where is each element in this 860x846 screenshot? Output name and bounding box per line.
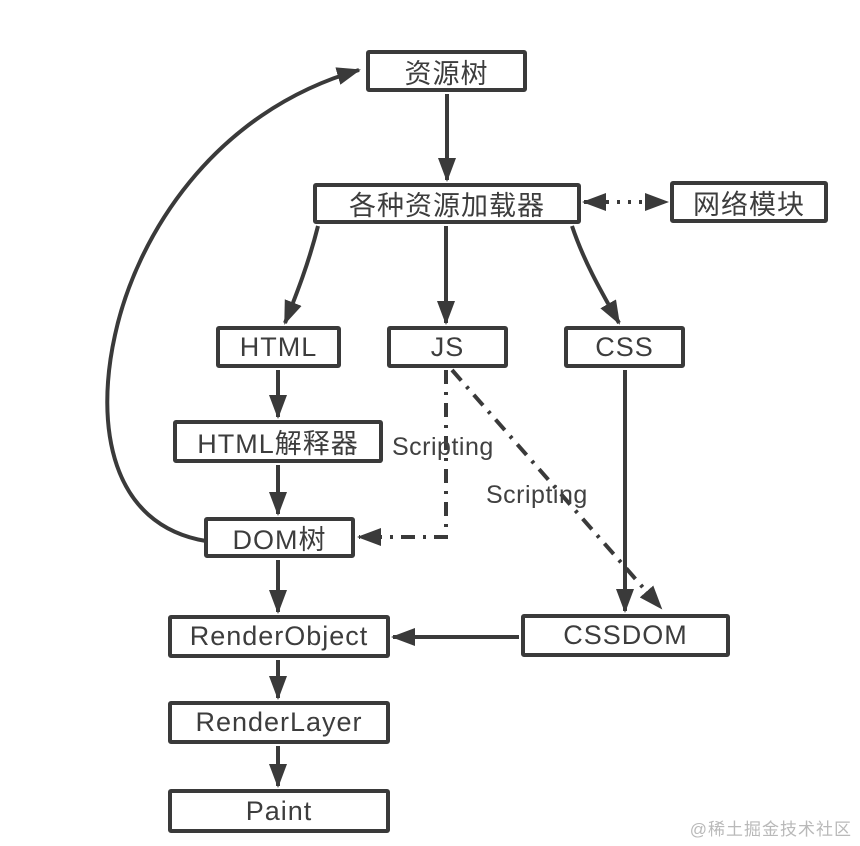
node-cssdom: CSSDOM bbox=[521, 614, 730, 657]
edge-loaders-to-html bbox=[283, 225, 320, 325]
node-js: JS bbox=[387, 326, 508, 368]
watermark-text: @稀土掘金技术社区 bbox=[689, 820, 852, 839]
node-html: HTML bbox=[216, 326, 341, 368]
node-resource-tree: 资源树 bbox=[366, 50, 527, 92]
node-resource-loaders: 各种资源加载器 bbox=[313, 183, 581, 224]
node-paint: Paint bbox=[168, 789, 390, 833]
edge-label-scripting-js-dom: Scripting bbox=[392, 433, 494, 461]
edge-js-to-dom-tree-scripting bbox=[357, 370, 448, 546]
node-html-parser: HTML解释器 bbox=[173, 420, 383, 463]
edge-label-scripting-js-cssdom: Scripting bbox=[486, 481, 588, 509]
node-render-object: RenderObject bbox=[168, 615, 390, 658]
node-css: CSS bbox=[564, 326, 685, 368]
node-dom-tree: DOM树 bbox=[204, 517, 355, 558]
edge-loaders-to-css bbox=[570, 225, 621, 325]
node-network-module: 网络模块 bbox=[670, 181, 828, 223]
edge-dom-tree-back-to-resource-tree bbox=[105, 67, 361, 543]
node-render-layer: RenderLayer bbox=[168, 701, 390, 744]
